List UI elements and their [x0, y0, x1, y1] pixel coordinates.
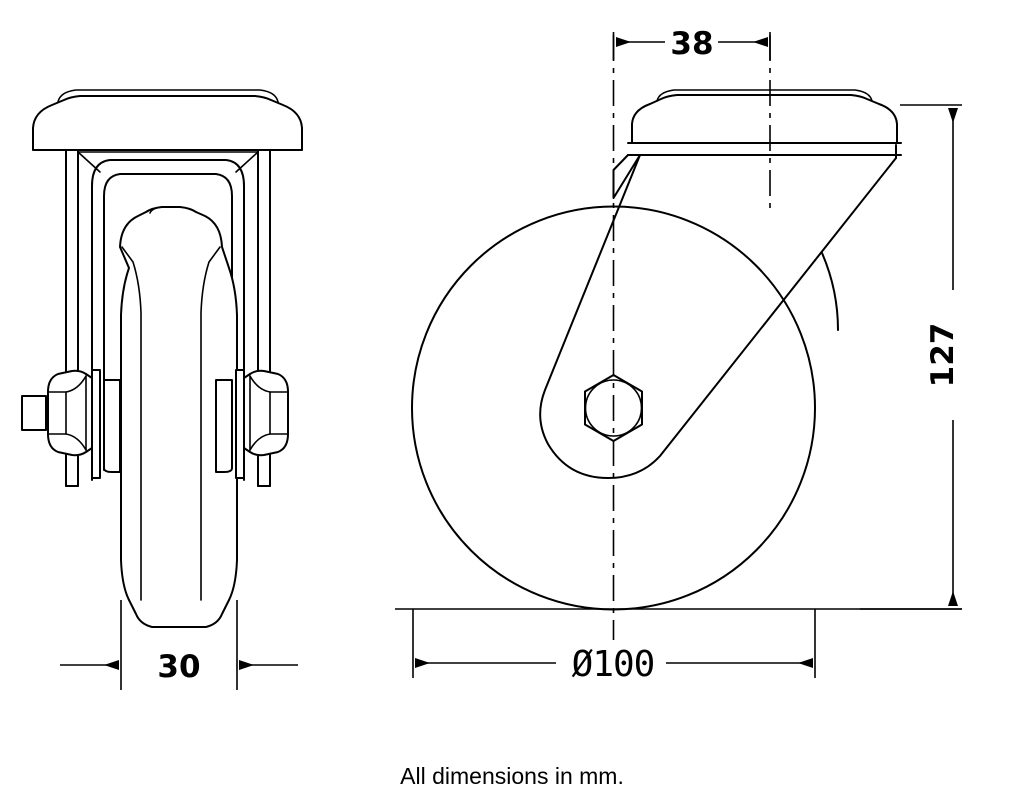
front-view-top-plate: [32, 89, 303, 151]
front-view-hub: [103, 379, 233, 473]
dimension-label-swivel-offset: 38: [670, 26, 713, 62]
dimension-wheel-width: 30: [60, 600, 298, 690]
dimension-label-wheel-diameter: Ø100: [572, 644, 655, 685]
dimension-label-overall-height: 127: [925, 323, 961, 388]
front-view-axle-bolt-head: [21, 395, 47, 431]
dimension-wheel-diameter: Ø100: [412, 609, 816, 685]
side-view-fork: [539, 144, 897, 479]
dimension-overall-height: 127: [860, 104, 962, 610]
front-view-wheel: [119, 206, 238, 628]
dimension-label-wheel-width: 30: [157, 649, 200, 685]
front-view-axle-nut-left: [47, 369, 93, 457]
front-view-axle-nut-right: [243, 369, 289, 457]
side-view-top-plate: [627, 89, 902, 156]
front-view-washers: [91, 369, 245, 479]
dimension-swivel-offset: 38: [612, 26, 771, 62]
side-view: [395, 35, 962, 640]
drawing-caption: All dimensions in mm.: [400, 763, 624, 789]
front-view: [21, 89, 303, 628]
